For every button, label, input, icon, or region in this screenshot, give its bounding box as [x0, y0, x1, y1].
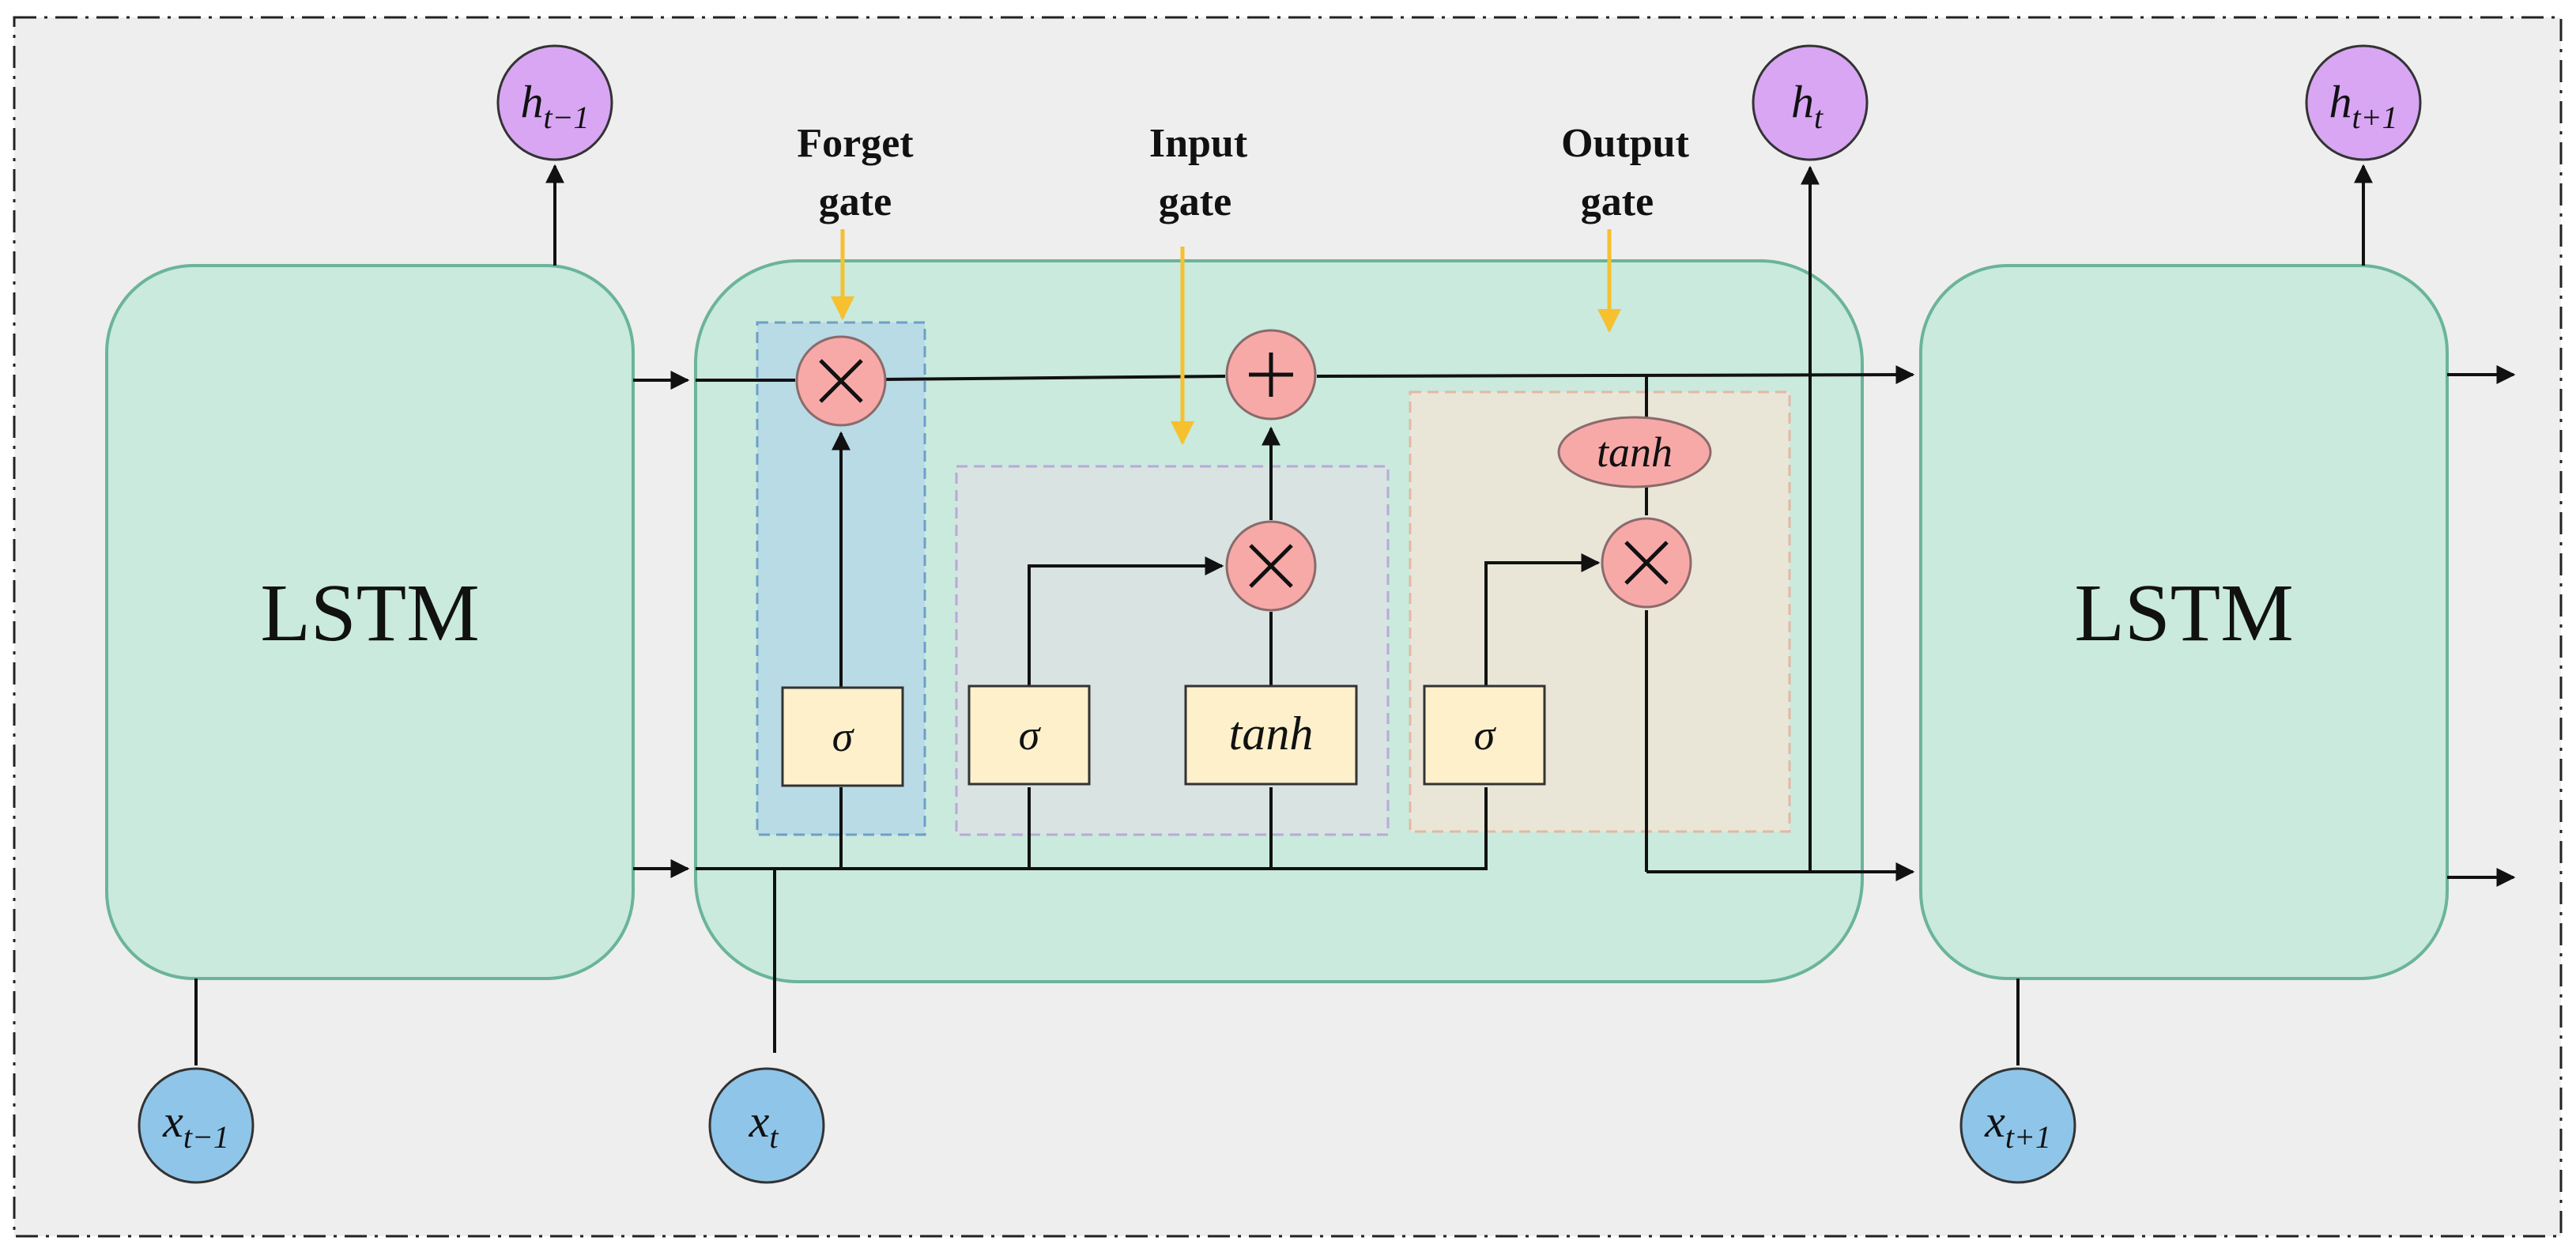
multiply-icon [1624, 541, 1669, 585]
input-tanh-box: tanh [1184, 684, 1358, 786]
input-tanh-label: tanh [1229, 707, 1314, 760]
output-sigma-to-mult [1484, 553, 1601, 688]
output-sigma-box: σ [1423, 684, 1546, 786]
output-tanh-label: tanh [1597, 428, 1673, 476]
x-next-sub: t+1 [2005, 1119, 2051, 1155]
svg-text:xt: xt [749, 1096, 779, 1155]
svg-text:xt−1: xt−1 [162, 1096, 229, 1155]
lstm-label-left: LSTM [260, 568, 479, 658]
input-multiply-node [1225, 520, 1317, 612]
lstm-block-left [105, 264, 635, 980]
forget-multiply-node [795, 335, 887, 427]
forget-gate-title-2: gate [819, 179, 892, 224]
output-sigma-label: σ [1474, 711, 1497, 759]
input-gate-title-2: gate [1159, 179, 1231, 224]
x-curr-node: xt [708, 1067, 825, 1184]
lstm-label-right: LSTM [2074, 568, 2293, 658]
forget-sigma-box: σ [781, 686, 904, 787]
plus-icon [1249, 353, 1293, 397]
svg-text:ht: ht [1791, 76, 1824, 135]
input-sigma-to-mult [1028, 556, 1224, 688]
cell-state-line-c [1316, 365, 1915, 385]
h-prev-sub: t−1 [543, 100, 589, 135]
x-next-base: x [1984, 1096, 2005, 1147]
x-prev-base: x [162, 1096, 183, 1147]
input-sigma-label: σ [1019, 711, 1042, 759]
forget-gate-title: Forget [797, 121, 914, 166]
h-curr-base: h [1791, 76, 1814, 127]
h-next-base: h [2329, 76, 2352, 127]
svg-text:ht−1: ht−1 [520, 76, 589, 135]
cell-add-node [1225, 329, 1317, 420]
x-curr-sub: t [769, 1119, 779, 1155]
h-prev-node: ht−1 [496, 44, 613, 161]
cell-state-line-b [884, 375, 1226, 381]
output-gate-title-2: gate [1581, 179, 1654, 224]
x-curr-base: x [749, 1096, 770, 1147]
forget-sigma-label: σ [832, 713, 855, 760]
h-curr-node: ht [1752, 44, 1869, 161]
x-next-node: xt+1 [1959, 1067, 2076, 1184]
output-multiply-node [1601, 517, 1692, 609]
svg-text:ht+1: ht+1 [2329, 76, 2397, 135]
h-prev-base: h [520, 76, 543, 127]
output-gate-title: Output [1561, 121, 1690, 166]
x-prev-node: xt−1 [138, 1067, 255, 1184]
h-curr-sub: t [1814, 100, 1824, 135]
x-prev-sub: t−1 [183, 1119, 229, 1155]
lstm-block-right [1919, 264, 2449, 980]
svg-text:xt+1: xt+1 [1984, 1096, 2051, 1155]
output-tanh-node: tanh [1557, 416, 1712, 488]
input-sigma-box: σ [967, 684, 1091, 786]
multiply-icon [1249, 544, 1293, 588]
h-next-sub: t+1 [2352, 100, 2397, 135]
output-sigma-feed [841, 787, 1488, 870]
input-gate-title: Input [1149, 121, 1248, 166]
multiply-icon [819, 359, 863, 403]
h-next-node: ht+1 [2305, 44, 2422, 161]
